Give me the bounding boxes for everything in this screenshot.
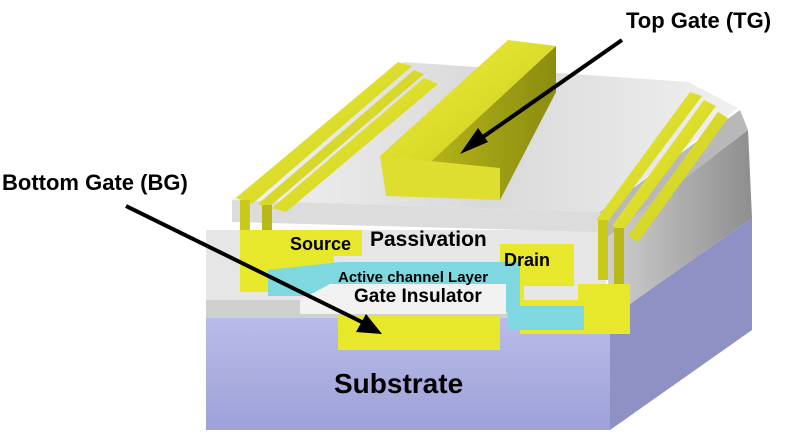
passivation-label: Passivation: [370, 228, 487, 251]
gate-insulator-label: Gate Insulator: [354, 286, 482, 307]
annotation-arrows: [125, 38, 624, 334]
top-gate-arrowhead: [460, 128, 488, 154]
top-gate-side-face: [424, 46, 556, 200]
left-electrode-strips: [236, 62, 438, 231]
substrate-block: [206, 218, 752, 430]
substrate-front: [206, 318, 610, 430]
passivation-front-edge: [232, 200, 600, 232]
top-gate-top-face: [380, 40, 556, 168]
substrate-side: [610, 218, 752, 430]
bottom-gate-label: Bottom Gate (BG): [2, 170, 188, 195]
top-gate-arrow-line: [468, 38, 624, 148]
top-gate-bar: [380, 40, 556, 200]
bottom-gate-arrow-line: [125, 204, 371, 328]
active-channel-label: Active channel Layer: [338, 269, 488, 286]
drain-label: Drain: [504, 250, 550, 270]
right-electrode-strips: [596, 92, 728, 284]
substrate-label: Substrate: [334, 368, 463, 399]
top-gate-label: Top Gate (TG): [626, 8, 771, 33]
bottom-gate-arrowhead: [356, 314, 382, 334]
top-gate-front-face: [380, 156, 500, 200]
gate-insulator-region: [300, 284, 506, 314]
source-label: Source: [290, 234, 351, 254]
